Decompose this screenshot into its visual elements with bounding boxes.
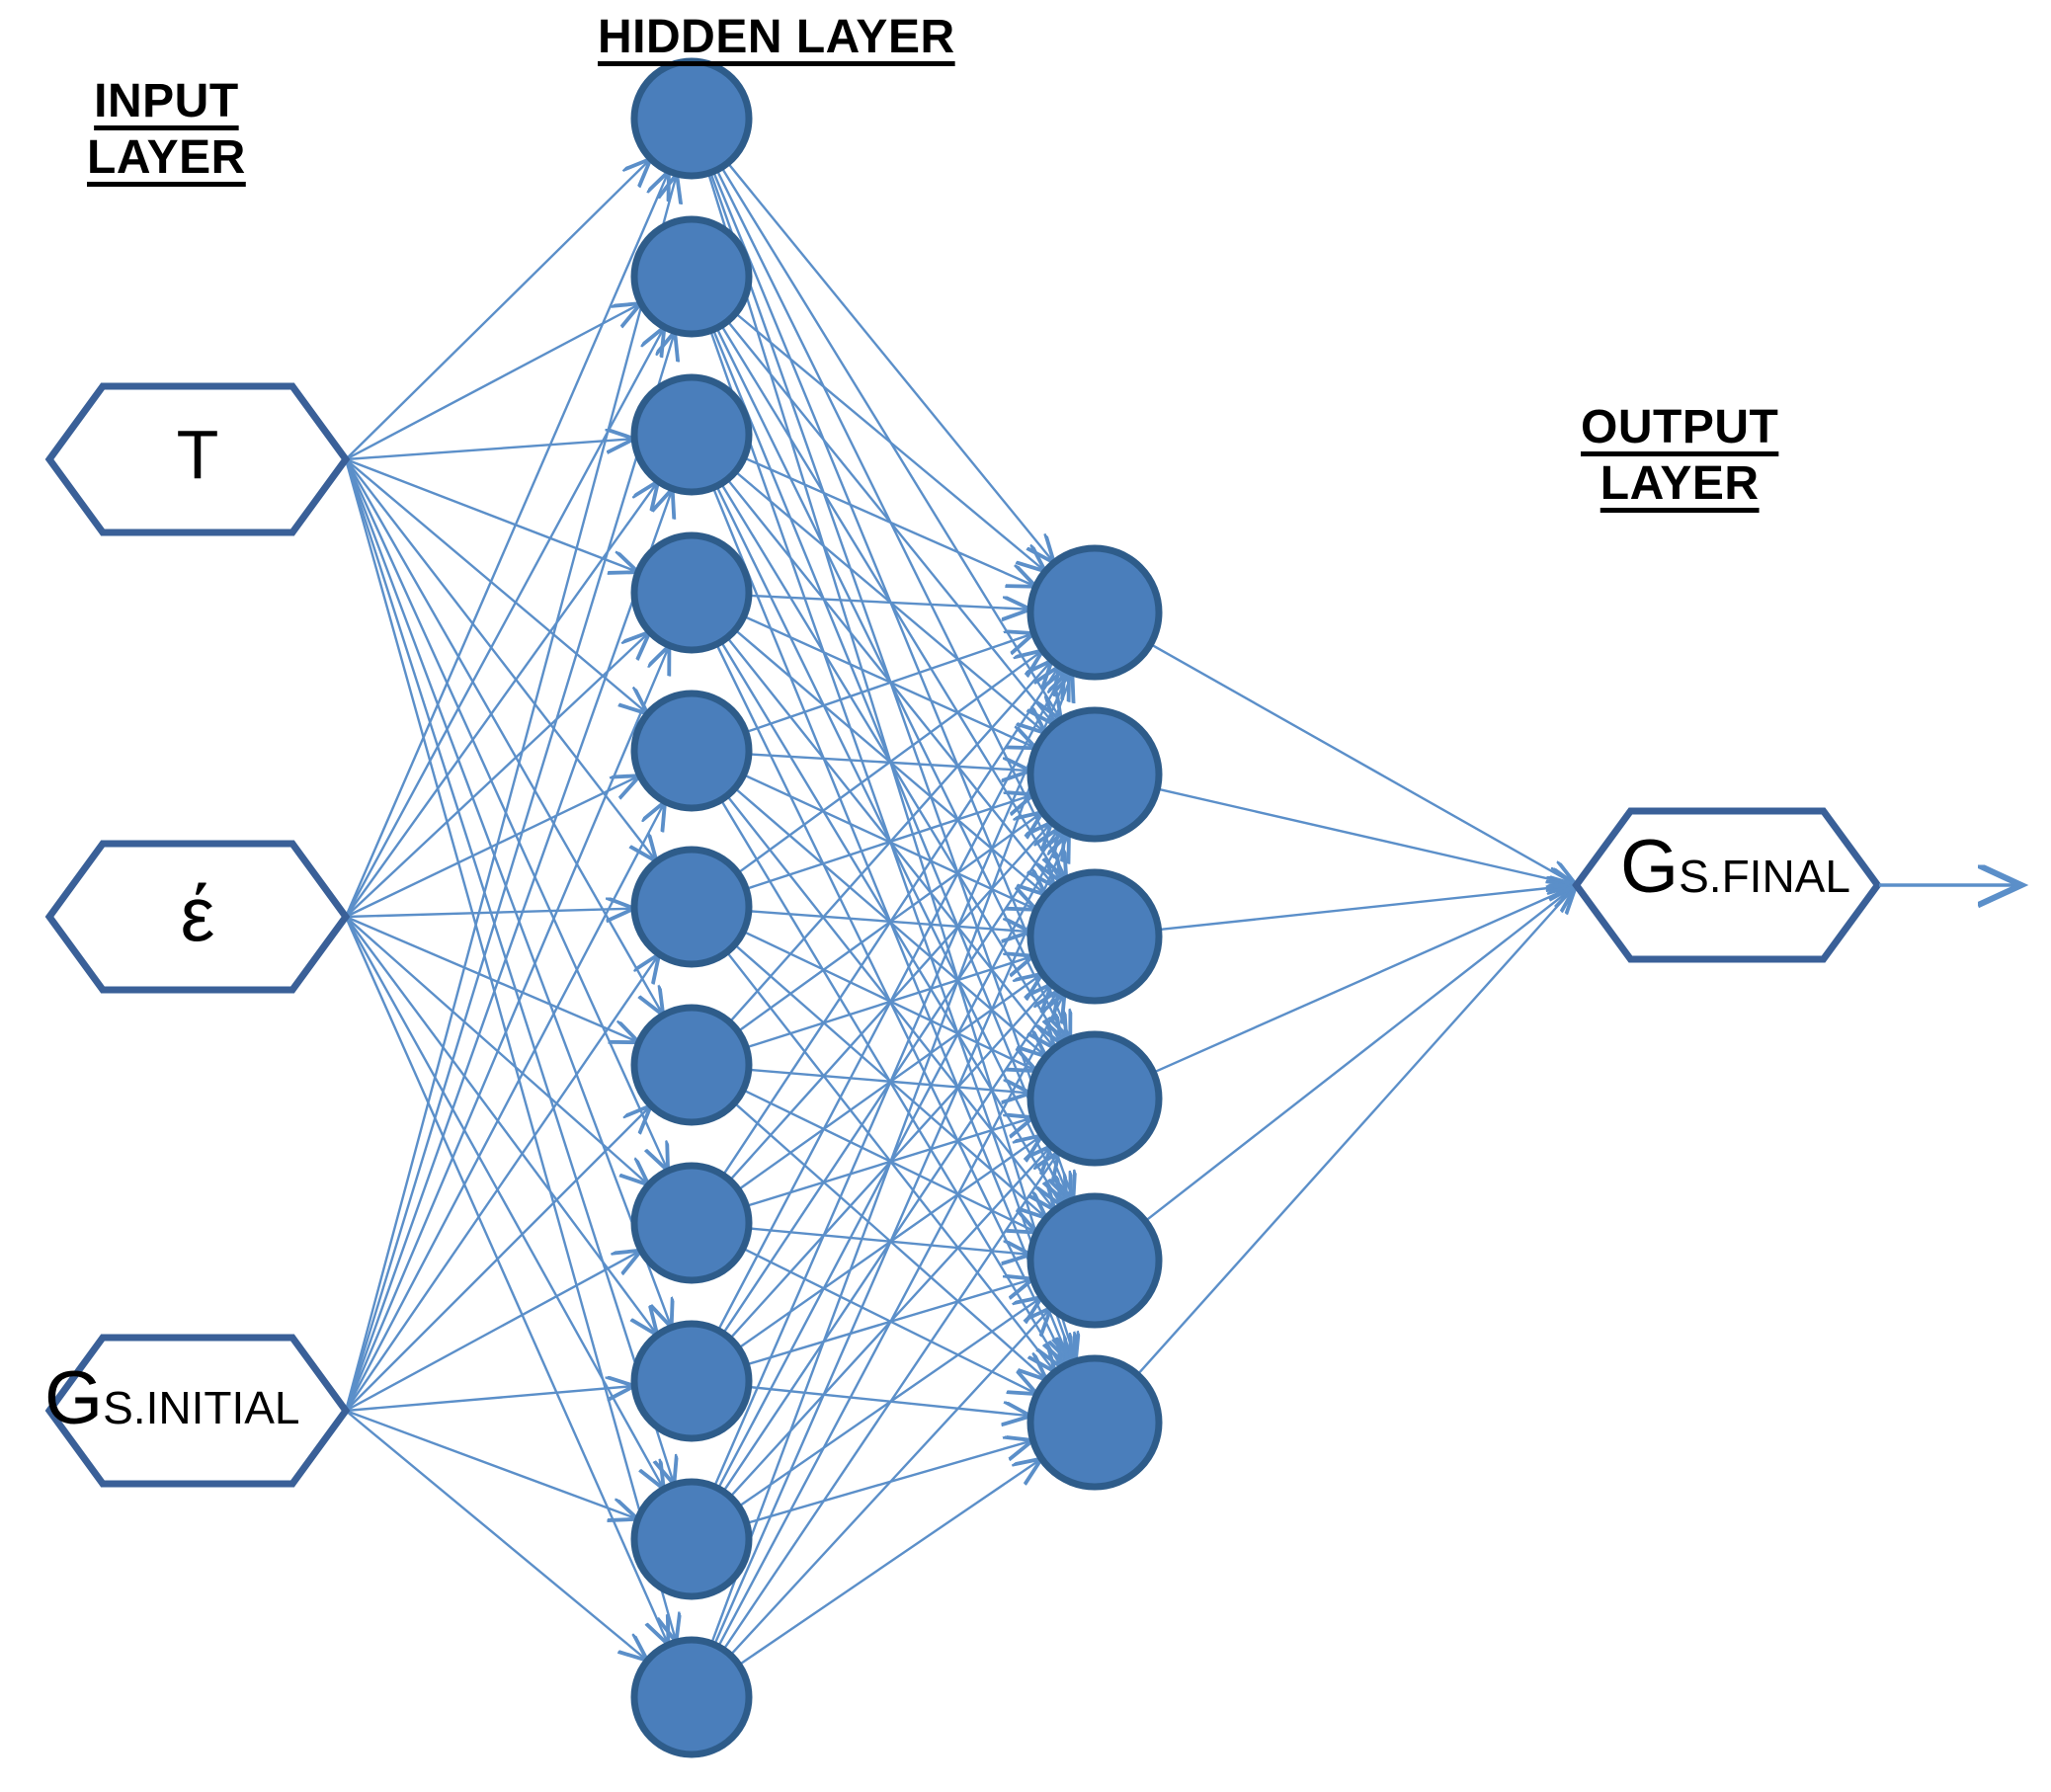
output-node-final-grain-size[interactable] xyxy=(1572,807,1882,963)
edges-hidden2-to-output xyxy=(1136,642,1576,1376)
hidden-node-c1-4[interactable] xyxy=(630,531,753,654)
hidden-node-c1-7[interactable] xyxy=(630,1004,753,1126)
hidden-node-c1-11[interactable] xyxy=(630,1636,753,1758)
output-layer-label-line2: LAYER xyxy=(1600,456,1760,510)
hidden-node-c1-3[interactable] xyxy=(630,373,753,496)
output-layer-label-line1: OUTPUT xyxy=(1581,401,1779,453)
hidden-node-c1-6[interactable] xyxy=(630,846,753,968)
input-node-temperature[interactable] xyxy=(44,382,351,536)
hidden-node-c1-10[interactable] xyxy=(630,1478,753,1600)
hidden-node-c2-4[interactable] xyxy=(1026,1030,1163,1167)
hidden-node-c2-1[interactable] xyxy=(1026,544,1163,681)
input-node-strain-rate[interactable] xyxy=(44,840,351,994)
hidden-node-c2-5[interactable] xyxy=(1026,1192,1163,1329)
hidden-node-c2-2[interactable] xyxy=(1026,706,1163,843)
input-layer-label-line2: LAYER xyxy=(87,130,246,184)
output-layer-label: OUTPUT LAYER xyxy=(1581,400,1778,512)
edges-input-to-hidden1 xyxy=(344,159,677,1661)
hidden-node-c1-8[interactable] xyxy=(630,1162,753,1284)
edges-hidden1-to-hidden2 xyxy=(706,162,1076,1667)
hexagon-nodes-group xyxy=(44,382,1882,1488)
hidden-column-1-nodes xyxy=(630,57,753,1758)
hidden-node-c2-3[interactable] xyxy=(1026,868,1163,1005)
hidden-node-c2-6[interactable] xyxy=(1026,1354,1163,1491)
input-layer-label: INPUT LAYER xyxy=(87,74,246,186)
hidden-column-2-nodes xyxy=(1026,544,1163,1491)
hidden-node-c1-5[interactable] xyxy=(630,690,753,812)
input-node-initial-grain-size[interactable] xyxy=(44,1334,351,1488)
input-layer-label-line1: INPUT xyxy=(94,75,239,127)
hidden-layer-label: HIDDEN LAYER xyxy=(598,10,955,66)
hidden-node-c1-2[interactable] xyxy=(630,215,753,338)
hidden-layer-label-line1: HIDDEN LAYER xyxy=(598,11,955,63)
hidden-node-c1-1[interactable] xyxy=(630,57,753,180)
hidden-node-c1-9[interactable] xyxy=(630,1320,753,1442)
